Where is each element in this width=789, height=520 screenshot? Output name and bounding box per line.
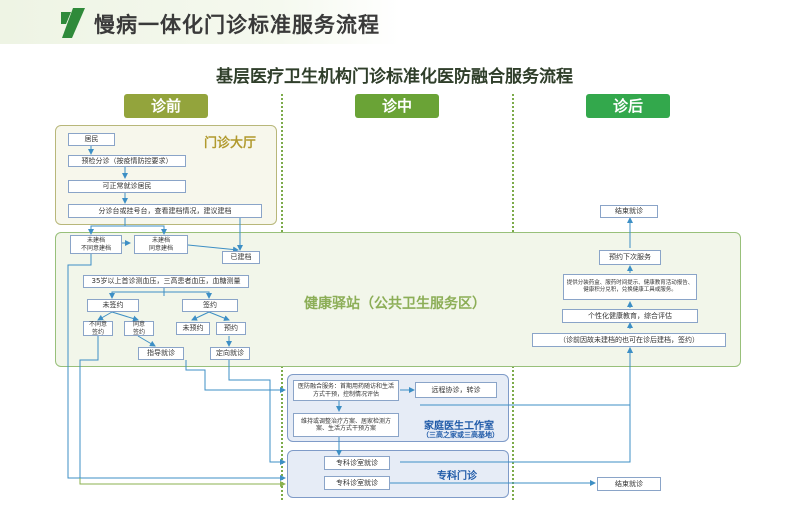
phase-mid: 诊中 <box>355 94 439 118</box>
node-end-visit-top: 结束就诊 <box>600 205 658 218</box>
node-personal-edu: 个性化健康教育，综合评估 <box>562 309 698 323</box>
diagram-title: 基层医疗卫生机构门诊标准化医防融合服务流程 <box>216 67 573 87</box>
phase-pre: 诊前 <box>124 94 208 118</box>
node-guided-visit: 指导就诊 <box>138 347 184 360</box>
family-doctor-label: 家庭医生工作室 <box>424 421 494 432</box>
specialist-label: 专科门诊 <box>437 471 477 482</box>
node-appointment: 预约 <box>216 322 246 335</box>
health-station-label: 健康驿站（公共卫生服务区） <box>304 296 486 312</box>
node-not-filed-agree: 未建档 同意建档 <box>134 235 188 254</box>
node-no-appointment: 未预约 <box>176 322 210 335</box>
phase-post: 诊后 <box>586 94 670 118</box>
node-normal-visit: 可正常就诊居民 <box>68 180 186 193</box>
family-doctor-sublabel: （三高之家或三高基地） <box>422 431 499 439</box>
node-adjust-plan: 维持或调整治疗方案、居家检测方案、生活方式干预方案 <box>293 413 399 437</box>
node-specialist-visit-1: 专科诊室就诊 <box>324 456 390 470</box>
node-signed: 签约 <box>182 299 238 312</box>
clinic-hall-label: 门诊大厅 <box>204 136 257 151</box>
node-end-visit-bottom: 结束就诊 <box>597 477 661 491</box>
node-unsigned: 未签约 <box>87 299 139 312</box>
node-post-services: 提供分装药盒、服药时间提示、健康教育活动报告、健康积分兑积，兑换健康工具或服务。 <box>563 274 697 300</box>
node-resident: 居民 <box>68 133 115 146</box>
node-integrated-service: 医防融合服务：首期用药随访和生活方式干预，控制情况评估 <box>293 380 399 401</box>
node-refuse-sign: 不同意 签约 <box>83 321 113 336</box>
node-registration: 分诊台或挂号台，查看建档情况，建议建档 <box>68 204 262 218</box>
node-not-filed-refuse: 未建档 不同意建档 <box>70 235 122 254</box>
node-specialist-visit-2: 专科诊室就诊 <box>324 476 390 490</box>
node-triage: 预检分诊（按疫情防控要求） <box>68 155 186 167</box>
node-directed-visit: 定向就诊 <box>210 347 250 360</box>
node-remote-consult: 远程协诊，转诊 <box>415 382 497 398</box>
node-bp-test: 35岁以上首诊测血压，三高患者血压，血糖测量 <box>83 275 249 288</box>
node-next-appointment: 预约下次服务 <box>599 250 661 265</box>
node-agree-sign: 同意 签约 <box>124 321 154 336</box>
node-filed: 已建档 <box>222 251 260 264</box>
page-title: 慢病一体化门诊标准服务流程 <box>94 13 380 37</box>
node-post-filing: （诊前因故未建档的也可在诊后建档，签约） <box>532 333 726 347</box>
slash-logo-icon <box>61 8 85 38</box>
